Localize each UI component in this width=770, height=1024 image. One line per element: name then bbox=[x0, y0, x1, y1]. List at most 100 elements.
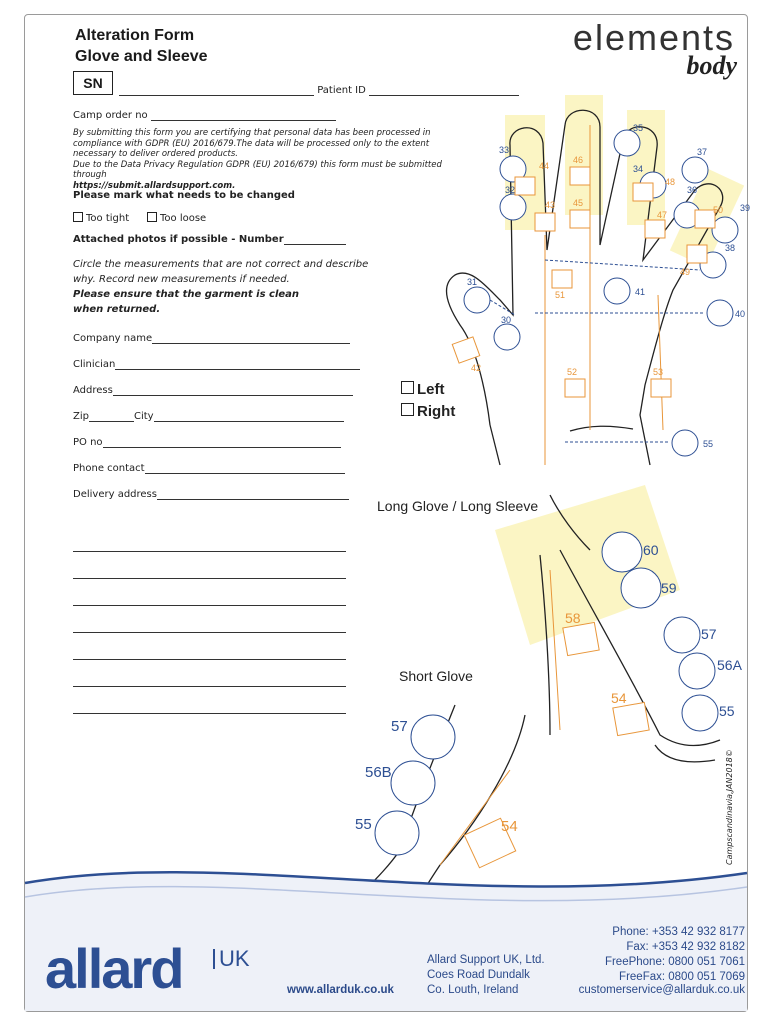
delivery-field[interactable]: Delivery address bbox=[73, 489, 349, 500]
hand-label-45: 45 bbox=[573, 198, 583, 208]
disclaimer-text-2: Due to the Data Privacy Regulation GDPR … bbox=[73, 159, 442, 181]
email-link[interactable]: customerservice@allarduk.co.uk bbox=[578, 984, 745, 996]
form-title-line2: Glove and Sleeve bbox=[75, 48, 208, 65]
hand-label-51: 51 bbox=[555, 290, 565, 300]
hand-label-49: 49 bbox=[680, 267, 690, 277]
hand-label-47: 47 bbox=[657, 210, 667, 220]
left-option[interactable]: Left bbox=[401, 381, 445, 398]
right-option[interactable]: Right bbox=[401, 403, 455, 420]
hand-label-34: 34 bbox=[633, 164, 643, 174]
hand-label-40: 40 bbox=[735, 309, 745, 319]
body-logo: body bbox=[686, 51, 737, 80]
hand-label-44: 44 bbox=[539, 161, 549, 171]
long-label-58: 58 bbox=[565, 610, 581, 626]
address-field[interactable]: Address bbox=[73, 385, 353, 396]
long-label-57: 57 bbox=[701, 626, 717, 642]
hand-label-46: 46 bbox=[573, 155, 583, 165]
too-loose-label: Too loose bbox=[160, 213, 207, 224]
long-label-59: 59 bbox=[661, 580, 677, 596]
city-label: City bbox=[133, 411, 154, 422]
hand-label-42: 42 bbox=[471, 363, 481, 373]
hand-orange-boxes bbox=[451, 166, 716, 398]
long-number-labels: 60 59 57 56A 55 58 54 bbox=[565, 542, 743, 719]
short-label-57: 57 bbox=[391, 718, 408, 735]
alteration-form-page: Alteration Form Glove and Sleeve element… bbox=[24, 14, 750, 1012]
patient-id-label: Patient ID bbox=[317, 85, 366, 96]
phone-field[interactable]: Phone contact bbox=[73, 463, 345, 474]
address-line-1: Allard Support UK, Ltd. bbox=[427, 954, 545, 966]
po-label: PO no bbox=[73, 437, 103, 448]
instructions: Circle the measurements that are not cor… bbox=[73, 257, 373, 317]
clinician-label: Clinician bbox=[73, 359, 116, 370]
right-checkbox[interactable] bbox=[401, 403, 414, 416]
long-glove-caption: Long Glove / Long Sleeve bbox=[377, 498, 539, 514]
hand-label-36: 36 bbox=[687, 185, 697, 195]
left-checkbox[interactable] bbox=[401, 381, 414, 394]
hand-label-43: 43 bbox=[545, 200, 555, 210]
long-label-60: 60 bbox=[643, 542, 659, 558]
po-field[interactable]: PO no bbox=[73, 437, 341, 448]
photos-label: Attached photos if possible - Number bbox=[73, 234, 284, 245]
too-loose-option[interactable]: Too loose bbox=[147, 212, 206, 224]
hand-label-53: 53 bbox=[653, 367, 663, 377]
fax-line: Fax: +353 42 932 8182 bbox=[626, 941, 745, 953]
camp-order-field[interactable]: Camp order no bbox=[73, 110, 336, 121]
finger-highlights bbox=[505, 95, 745, 268]
submit-link[interactable]: https://submit.allardsupport.com bbox=[73, 180, 233, 191]
company-label: Company name bbox=[73, 333, 153, 344]
hand-outline bbox=[445, 109, 724, 466]
left-label: Left bbox=[417, 381, 445, 398]
company-address: Allard Support UK, Ltd. Coes Road Dundal… bbox=[427, 953, 545, 998]
arm-orange-line bbox=[549, 569, 561, 731]
freephone-line: FreePhone: 0800 051 7061 bbox=[604, 956, 745, 968]
sn-box[interactable]: SN bbox=[73, 71, 113, 95]
address-label: Address bbox=[73, 385, 113, 396]
instruction-2: why. Record new measurements if needed. bbox=[73, 274, 290, 285]
allard-logo: allard bbox=[45, 937, 184, 1000]
hand-label-35: 35 bbox=[633, 123, 643, 133]
patient-id-row[interactable]: Patient ID bbox=[119, 85, 520, 96]
gdpr-disclaimer: By submitting this form you are certifyi… bbox=[73, 128, 473, 191]
form-title: Alteration Form Glove and Sleeve bbox=[75, 25, 208, 67]
short-label-55: 55 bbox=[355, 816, 372, 833]
hand-label-31: 31 bbox=[467, 277, 477, 287]
contact-info: Phone: +353 42 932 8177 Fax: +353 42 932… bbox=[565, 925, 745, 985]
hand-label-41: 41 bbox=[635, 287, 645, 297]
short-label-54: 54 bbox=[501, 818, 518, 835]
photos-field[interactable]: Attached photos if possible - Number bbox=[73, 234, 346, 245]
short-glove-caption: Short Glove bbox=[399, 668, 473, 684]
hand-label-37: 37 bbox=[697, 147, 707, 157]
instruction-3: Please ensure that the garment is clean bbox=[73, 289, 300, 300]
delivery-label: Delivery address bbox=[73, 489, 157, 500]
right-label: Right bbox=[417, 403, 456, 420]
short-blue-circles bbox=[374, 714, 456, 856]
website-link[interactable]: www.allarduk.co.uk bbox=[287, 984, 394, 996]
clinician-field[interactable]: Clinician bbox=[73, 359, 361, 370]
too-tight-option[interactable]: Too tight bbox=[73, 212, 129, 224]
too-loose-checkbox[interactable] bbox=[147, 212, 157, 222]
hand-label-55: 55 bbox=[703, 439, 713, 449]
form-title-line1: Alteration Form bbox=[75, 27, 195, 44]
too-tight-label: Too tight bbox=[86, 213, 130, 224]
upper-arm-highlight bbox=[495, 485, 680, 645]
hand-blue-lines bbox=[489, 259, 705, 443]
short-orange-box bbox=[463, 817, 517, 869]
arm-outline bbox=[539, 494, 721, 763]
camp-order-label: Camp order no bbox=[73, 110, 148, 121]
company-field[interactable]: Company name bbox=[73, 333, 351, 344]
instruction-1: Circle the measurements that are not cor… bbox=[73, 259, 369, 270]
footer-wave bbox=[24, 871, 748, 1011]
disclaimer-text-1: By submitting this form you are certifyi… bbox=[73, 128, 431, 159]
hand-blue-circles bbox=[463, 129, 739, 457]
short-number-labels: 57 56B 55 54 bbox=[355, 718, 518, 835]
hand-label-30: 30 bbox=[501, 315, 511, 325]
too-tight-checkbox[interactable] bbox=[73, 212, 83, 222]
uk-logo: UK bbox=[213, 948, 250, 970]
hand-label-52: 52 bbox=[567, 367, 577, 377]
long-blue-circles bbox=[601, 531, 719, 732]
hand-label-48: 48 bbox=[665, 177, 675, 187]
delivery-extra-lines[interactable] bbox=[73, 525, 346, 714]
long-label-56a: 56A bbox=[717, 657, 743, 673]
elements-logo: elements bbox=[572, 17, 735, 58]
